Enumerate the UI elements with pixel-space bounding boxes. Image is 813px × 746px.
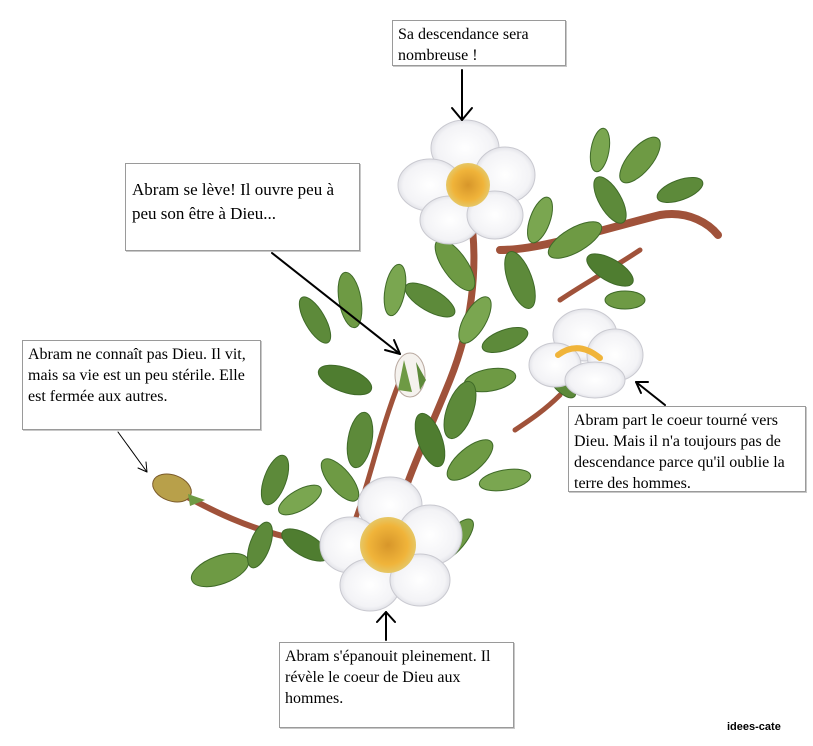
caption-right-flower: Abram part le coeur tourné vers Dieu. Ma…: [568, 406, 806, 492]
opening-bud: [394, 352, 426, 398]
right-flower: [528, 308, 644, 399]
arrows: [117, 69, 666, 641]
top-flower: [397, 119, 536, 245]
arrow-to-bottom-flower: [376, 611, 396, 641]
arrow-to-opening-bud: [271, 252, 401, 355]
stems: [172, 206, 722, 543]
closed-bud: [152, 473, 205, 506]
caption-opening-bud: Abram se lève! Il ouvre peu à peu son êt…: [125, 163, 360, 251]
arrow-to-right-flower: [635, 381, 666, 406]
leaves: [190, 127, 704, 588]
arrow-to-top-flower: [451, 69, 473, 121]
credit-label: idees-cate: [727, 721, 781, 733]
caption-bottom-flower: Abram s'épanouit pleinement. Il révèle l…: [279, 642, 514, 728]
bottom-flower: [319, 476, 463, 612]
arrow-to-closed-bud: [117, 431, 148, 473]
caption-top-flower: Sa descendance sera nombreuse !: [392, 20, 566, 66]
caption-closed-bud: Abram ne connaît pas Dieu. Il vit, mais …: [22, 340, 261, 430]
